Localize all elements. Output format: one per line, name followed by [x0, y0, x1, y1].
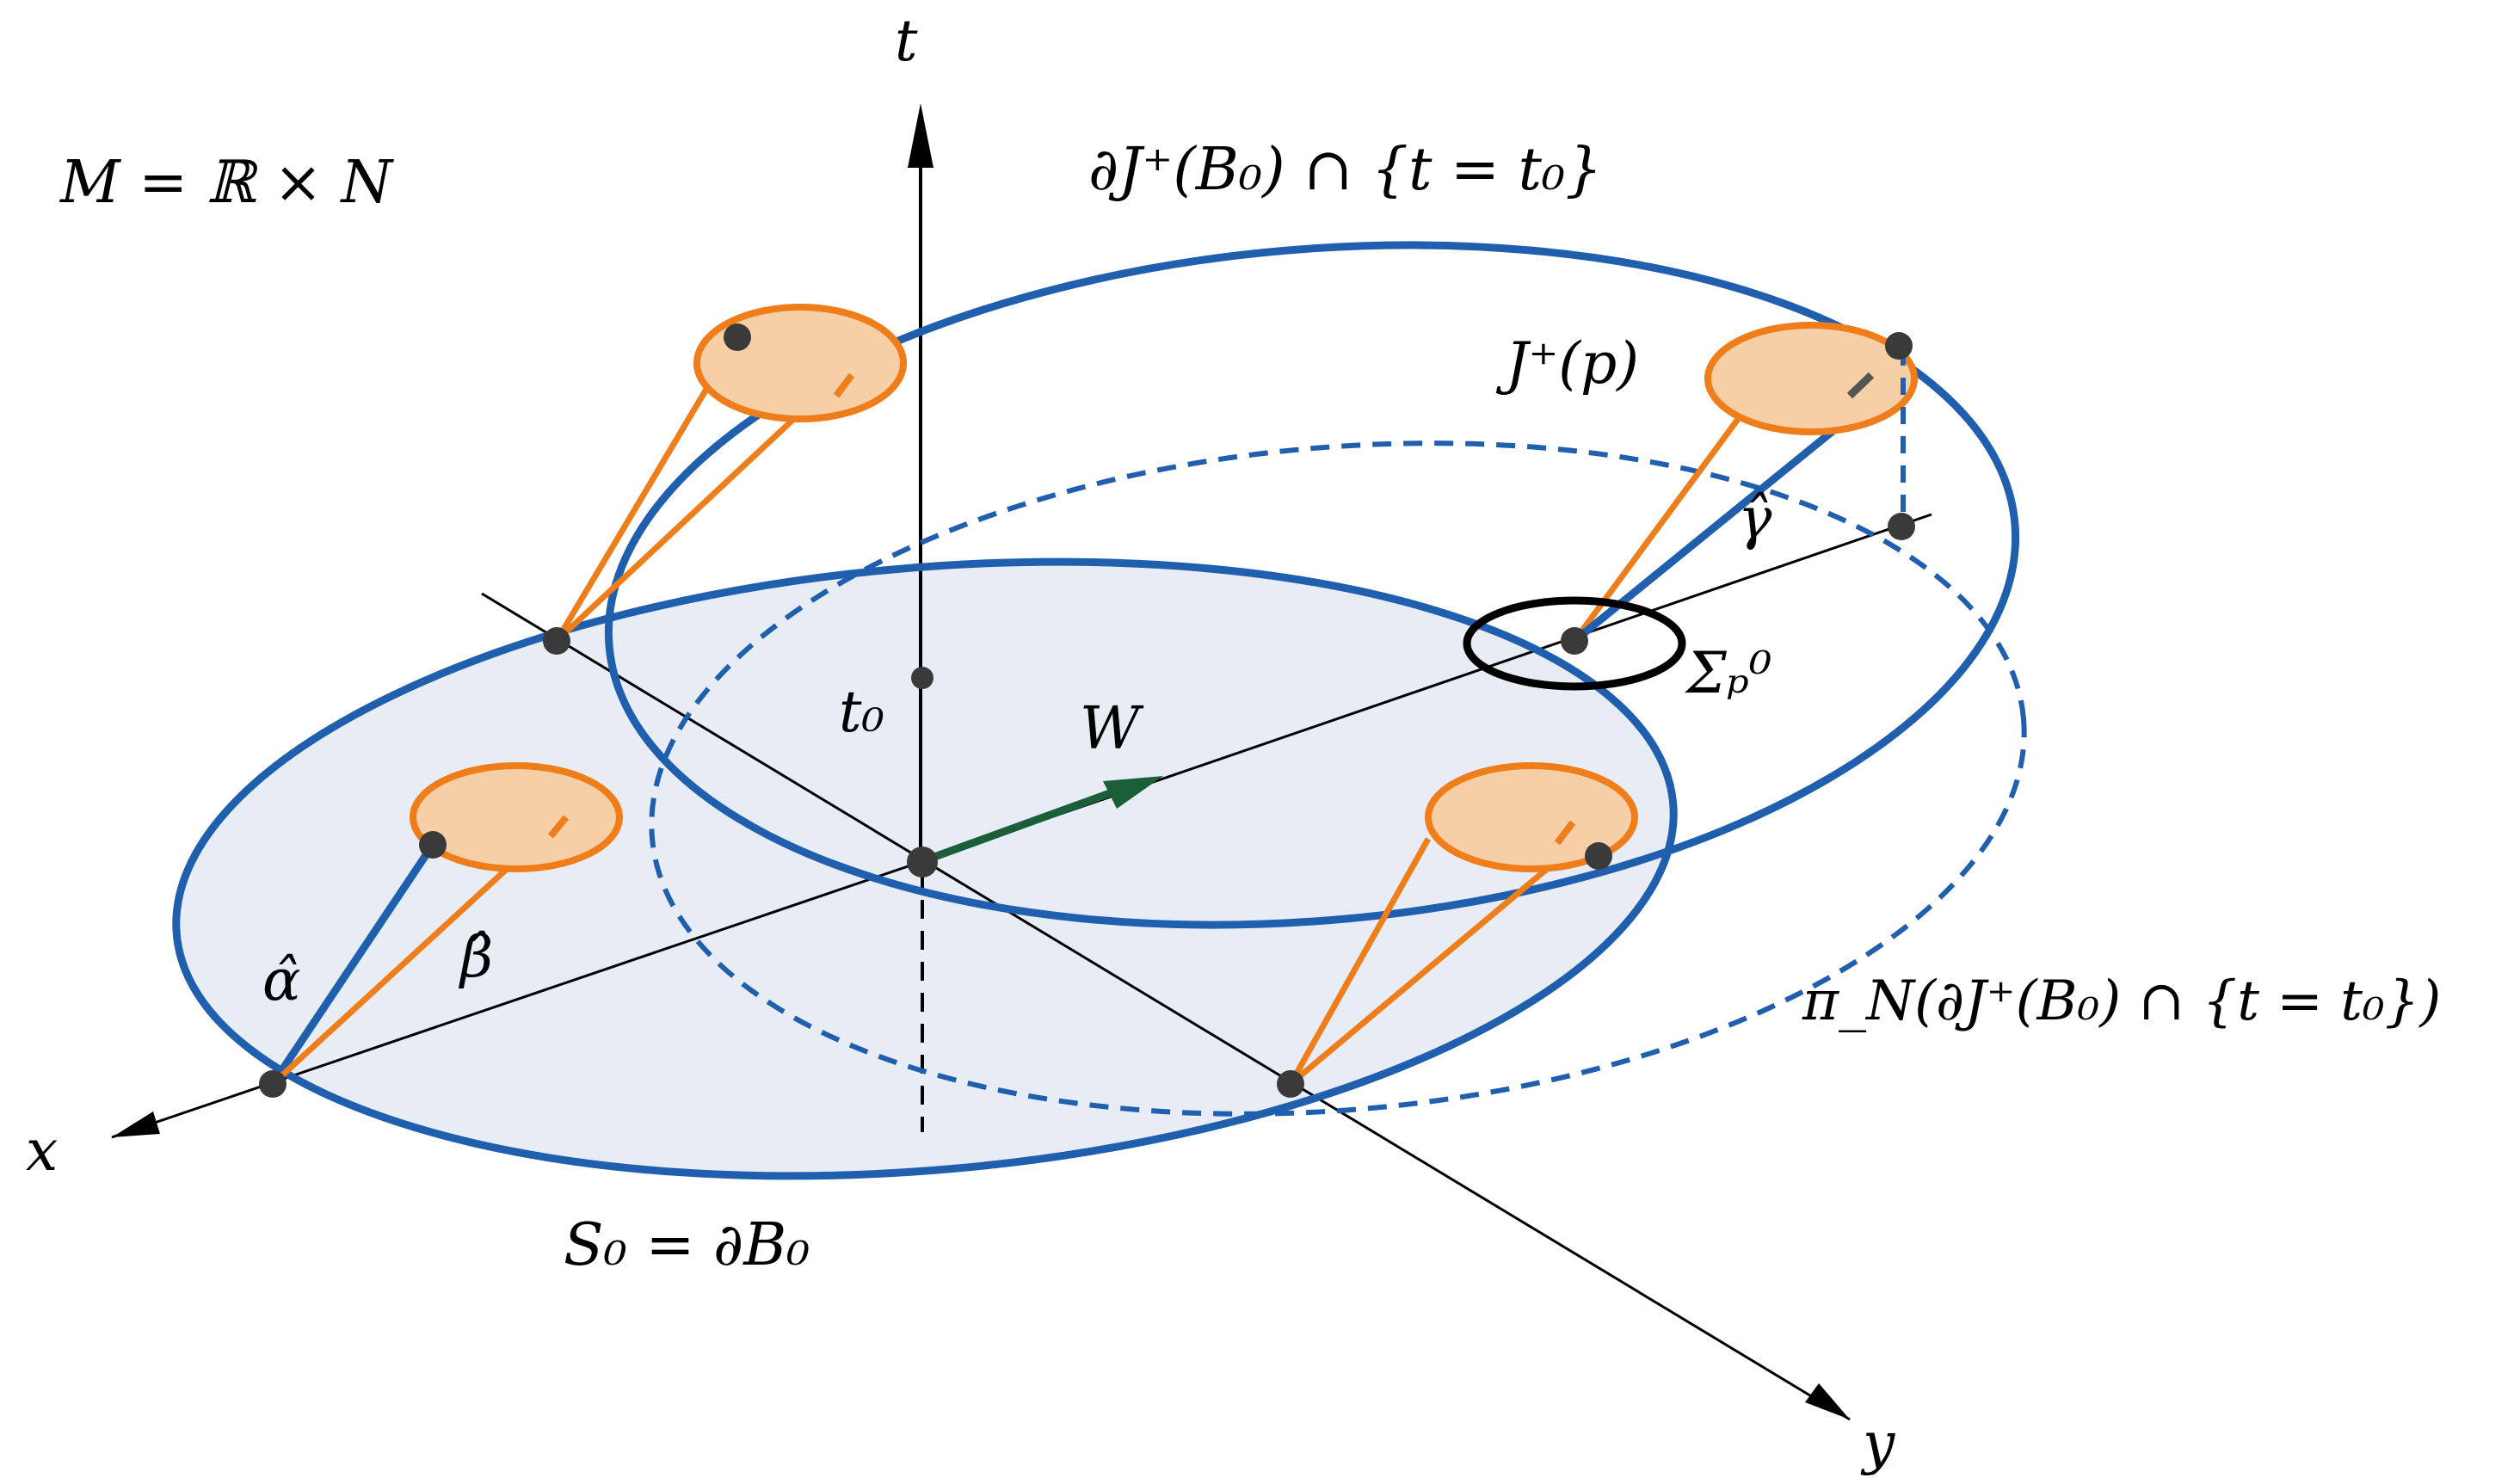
- s0-label: S₀ = ∂B₀: [564, 1211, 810, 1279]
- x-axis-label: x: [26, 1118, 58, 1184]
- point-t0: [911, 667, 933, 689]
- x-axis-arrowhead: [112, 1111, 160, 1137]
- point-p: [1561, 627, 1588, 655]
- point-br-base: [1277, 1070, 1304, 1098]
- upper-ellipse: [604, 241, 2020, 929]
- w-vector: [923, 776, 1163, 865]
- base-disk-outline: [172, 557, 1678, 1180]
- projection-ellipse: [649, 440, 2027, 1117]
- x-axis: [111, 860, 921, 1139]
- point-origin: [907, 847, 938, 877]
- projection-label: π_N(∂J⁺(B₀) ∩ {t = t₀}): [1802, 970, 2441, 1033]
- causal-future-label: J⁺(p): [1495, 330, 1639, 397]
- t-axis-label: t: [895, 8, 918, 74]
- gamma-label: γ̂: [1738, 485, 1772, 551]
- y-axis-arrowhead: [1805, 1383, 1850, 1419]
- beta-label: β̂: [458, 924, 493, 990]
- cone-top-right: [1572, 322, 1918, 644]
- point-upper-left: [543, 627, 570, 655]
- t-axis-arrowhead: [908, 103, 933, 168]
- point-alpha-top: [419, 831, 447, 859]
- cone-bottom-right: [1287, 762, 1638, 1087]
- cone-bottom-left: [269, 762, 623, 1087]
- point-tr-rim: [1885, 332, 1913, 360]
- alpha-label: α̂: [262, 947, 301, 1013]
- upper-ellipse-label: ∂J⁺(B₀) ∩ {t = t₀}: [1088, 136, 1602, 204]
- manifold-label: M = ℝ × N: [59, 149, 395, 217]
- sigma-circle: [1463, 596, 1686, 691]
- t0-label: t₀: [839, 679, 884, 745]
- y-axis-label: y: [1860, 1410, 1895, 1476]
- point-br-rim: [1585, 842, 1612, 870]
- sigma-label: Σₚ⁰: [1685, 640, 1772, 706]
- w-label: W: [1080, 695, 1144, 763]
- points: [259, 323, 1915, 1098]
- y-axis: [481, 592, 1851, 1421]
- point-tr-proj: [1888, 513, 1915, 540]
- point-alpha-base: [259, 1070, 287, 1098]
- point-cone-top-left: [724, 323, 751, 351]
